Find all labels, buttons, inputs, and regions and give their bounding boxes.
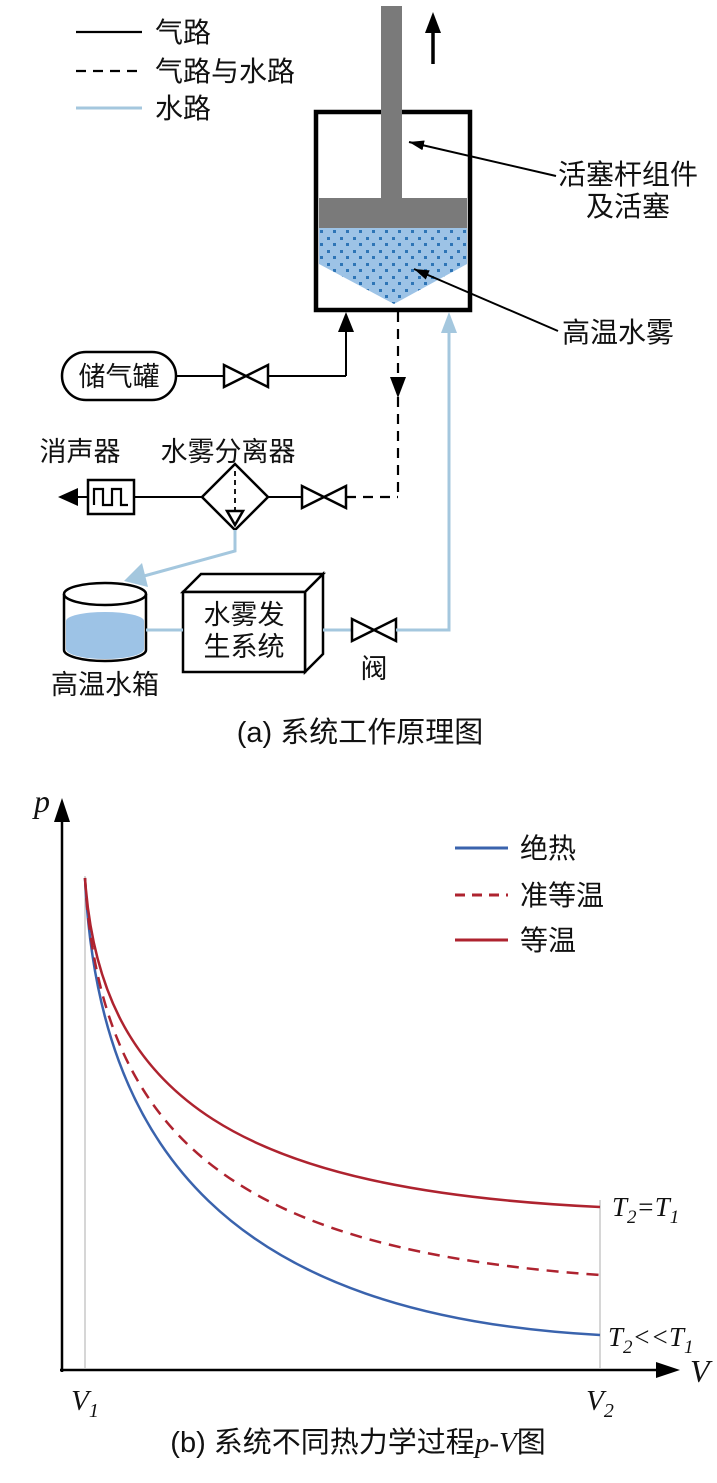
mist-generator-side: [303, 570, 325, 676]
annotation-mist-arrow: [413, 268, 559, 332]
caption-a: (a) 系统工作原理图: [237, 716, 484, 749]
separator-diamond: [200, 462, 270, 532]
mist-generator-label-2: 生系统: [204, 632, 285, 662]
curve-isothermal: [83, 877, 601, 1209]
y-axis-label: p: [32, 783, 50, 819]
muffler-icon: [58, 478, 136, 516]
axis-y-arrowhead: [54, 798, 70, 822]
valve-label: 阀: [361, 654, 388, 684]
gas-inlet-arrowhead: [338, 312, 354, 332]
drain-arrowhead: [124, 563, 148, 587]
mist-generator: 水雾发 生系统: [179, 570, 327, 676]
axis-x-arrowhead: [656, 1362, 680, 1378]
water-line-3: [396, 330, 451, 632]
water-tank: [62, 581, 148, 663]
legend-gaswater-label: 气路与水路: [155, 56, 295, 87]
annotation-mist: 高温水雾: [413, 268, 674, 348]
valve-3-icon: [350, 616, 398, 644]
gas-supply: 储气罐: [60, 312, 354, 402]
label-t2-ll-t1: T2<<T1: [608, 1322, 694, 1358]
label-t2-eq-t1: T2=T1: [612, 1192, 679, 1228]
separator-label: 水雾分离器: [161, 437, 296, 467]
piston-rod: [381, 6, 402, 200]
muffler-label: 消声器: [40, 437, 121, 467]
cylinder-assembly: [313, 6, 473, 313]
valve-1-icon: [222, 362, 270, 390]
annotation-piston-label-2: 及活塞: [586, 191, 670, 222]
gas-tank-label: 储气罐: [79, 362, 160, 392]
legend-isothermal-label: 等温: [520, 925, 576, 956]
water-inlet-arrowhead: [441, 312, 457, 333]
schematic-panel: 气路 气路与水路 水路 活塞杆组件 及活塞 高温水雾: [40, 6, 698, 749]
exhaust-down-arrowhead: [390, 377, 406, 398]
tick-v1: V1: [71, 1385, 99, 1422]
legend-water-label: 水路: [155, 93, 211, 124]
caption-b: (b) 系统不同热力学过程p-V图: [170, 1426, 545, 1459]
annotation-mist-label: 高温水雾: [562, 317, 674, 348]
mist-generator-top: [179, 572, 327, 594]
legend-quasi-label: 准等温: [520, 880, 604, 911]
legend-adiabatic-label: 绝热: [520, 833, 576, 864]
separator-drain: [124, 530, 237, 587]
x-axis-label: V: [690, 1353, 713, 1389]
mist-generator-label-1: 水雾发: [204, 600, 285, 630]
pv-chart-panel: p V 绝热 准等温 等温 T2=T1 T2<<T1 V1 V2: [32, 783, 713, 1459]
mist-generator-front: [181, 590, 307, 674]
piston: [319, 198, 467, 228]
tick-v2: V2: [586, 1385, 614, 1422]
annotation-piston-label-1: 活塞杆组件: [558, 159, 698, 190]
legend-a: 气路 气路与水路 水路: [76, 17, 295, 124]
chart-legend: 绝热 准等温 等温: [455, 833, 604, 956]
curve-adiabatic: [83, 877, 601, 1337]
legend-gas-label: 气路: [155, 17, 211, 48]
up-arrow-icon: [425, 12, 441, 64]
valve-2-icon: [300, 483, 348, 511]
tank-water: [66, 621, 144, 659]
tank-mouth: [62, 581, 148, 607]
annotation-piston: 活塞杆组件 及活塞: [408, 140, 698, 222]
tank-water-surface: [66, 612, 144, 630]
axes: [54, 798, 680, 1378]
curve-quasi-isothermal: [83, 877, 601, 1277]
annotation-piston-arrow: [408, 140, 557, 177]
exhaust-path: [346, 312, 406, 499]
water-tank-label: 高温水箱: [51, 670, 159, 700]
mist-region: [319, 228, 467, 304]
muffler-outlet-arrowhead: [58, 488, 78, 506]
